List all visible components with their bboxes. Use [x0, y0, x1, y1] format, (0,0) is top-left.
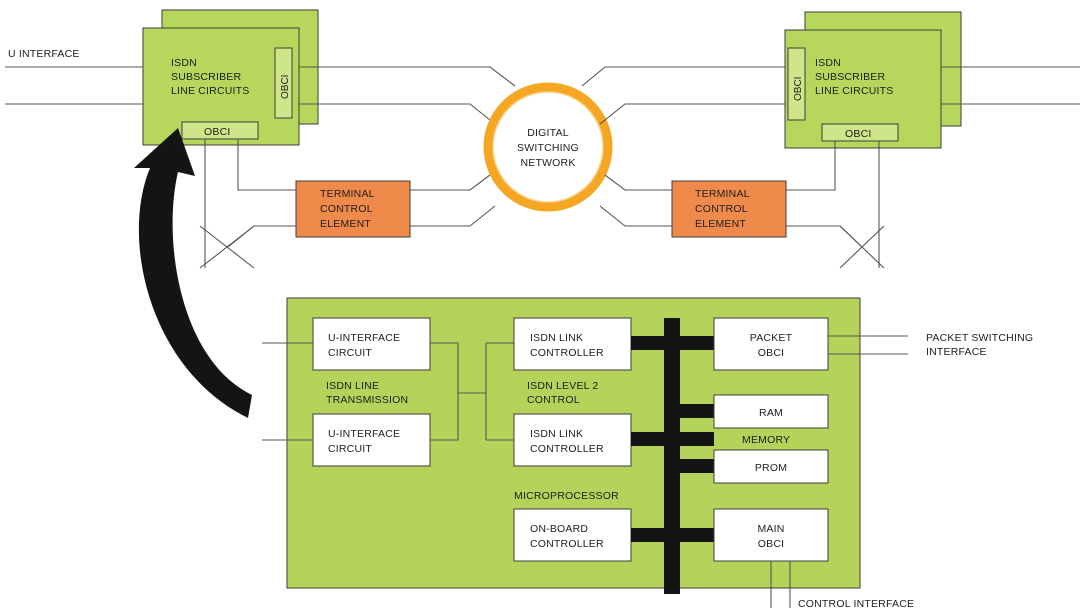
switching-network-line-2: SWITCHING [517, 142, 579, 154]
main-obci-line-2: OBCI [758, 538, 784, 550]
u-interface-circuit-2: U-INTERFACE CIRCUIT [312, 413, 431, 467]
packet-obci-line-1: PACKET [750, 332, 793, 344]
switching-network-line-3: NETWORK [520, 157, 575, 169]
link-controller-1-line-1: ISDN LINK [530, 332, 583, 344]
left-tce-line-2: CONTROL [320, 203, 373, 215]
isdn-link-controller-1: ISDN LINK CONTROLLER [513, 317, 632, 371]
line-transmission-label-2: TRANSMISSION [326, 394, 408, 406]
right-tce-line-2: CONTROL [695, 203, 748, 215]
packet-obci: PACKET OBCI [713, 317, 829, 371]
left-card-title-2: SUBSCRIBER [171, 71, 241, 83]
level2-label-2: CONTROL [527, 394, 580, 406]
bus-branch-prom [680, 459, 714, 473]
right-card-title-2: SUBSCRIBER [815, 71, 885, 83]
switching-network-line-1: DIGITAL [527, 127, 568, 139]
on-board-controller-line-2: CONTROLLER [530, 538, 604, 550]
prom: PROM [713, 449, 829, 484]
right-terminal-control-element: TERMINAL CONTROL ELEMENT [671, 180, 787, 238]
left-card-title-3: LINE CIRCUITS [171, 85, 249, 97]
link-controller-2-line-2: CONTROLLER [530, 443, 604, 455]
main-obci-box [713, 508, 829, 562]
right-line-card-stack: OBCI ISDN SUBSCRIBER LINE CIRCUITS OBCI [784, 11, 962, 149]
switching-network-ring [483, 82, 613, 212]
packet-obci-line-2: OBCI [758, 347, 784, 359]
zoom-arrow-shape [134, 128, 252, 418]
u-circuit-1-line-2: CIRCUIT [328, 347, 372, 359]
on-board-controller-box [513, 508, 632, 562]
right-card-title-1: ISDN [815, 57, 841, 69]
system-bus [631, 318, 714, 594]
left-line-card-stack: ISDN SUBSCRIBER LINE CIRCUITS OBCI OBCI [142, 9, 319, 146]
right-tce-box [671, 180, 787, 238]
ram-box [713, 394, 829, 429]
right-card-tce-wire [786, 141, 836, 191]
on-board-controller: ON-BOARD CONTROLLER [513, 508, 632, 562]
u2-to-bus-wire [430, 393, 459, 441]
prom-box [713, 449, 829, 484]
packet-obci-box [713, 317, 829, 371]
left-card-tce-wire [237, 139, 296, 191]
u-circuit-2-line-2: CIRCUIT [328, 443, 372, 455]
left-tce-line-1: TERMINAL [320, 188, 375, 200]
link-controller-1-line-2: CONTROLLER [530, 347, 604, 359]
right-card-bottom-obci-label: OBCI [845, 128, 871, 140]
bus-branch-ram [680, 404, 714, 418]
left-card-network-wire-1 [299, 66, 516, 87]
bus-branch-link-1 [631, 336, 714, 350]
right-tce-line-1: TERMINAL [695, 188, 750, 200]
left-tce-box [295, 180, 411, 238]
digital-switching-network: DIGITAL SWITCHING NETWORK [483, 82, 613, 212]
left-card-side-obci [274, 47, 293, 119]
left-cross-2 [199, 225, 255, 269]
main-obci-line-1: MAIN [757, 523, 784, 535]
control-interface-label: CONTROL INTERFACE [798, 598, 914, 610]
u-circuit-2-line-1: U-INTERFACE [328, 428, 400, 440]
right-card-title-3: LINE CIRCUITS [815, 85, 893, 97]
right-card-bottom-obci [821, 123, 899, 142]
right-card-network-wire-1 [581, 66, 805, 87]
bus-branch-onboard [631, 528, 714, 542]
left-card-side-obci-label: OBCI [280, 75, 291, 99]
link-controller-2-line-1: ISDN LINK [530, 428, 583, 440]
microprocessor-label: MICROPROCESSOR [514, 490, 619, 502]
left-terminal-control-element: TERMINAL CONTROL ELEMENT [295, 180, 411, 238]
main-obci: MAIN OBCI [713, 508, 829, 562]
left-card-bottom-obci [181, 121, 259, 140]
packet-switching-interface-label-2: INTERFACE [926, 346, 987, 358]
right-cross-2 [839, 225, 885, 269]
bus-branch-link-2 [631, 432, 714, 446]
left-card-title-1: ISDN [171, 57, 197, 69]
left-card-bottom-obci-label: OBCI [204, 126, 230, 138]
left-card-network-wire-2 [299, 103, 496, 125]
memory-label: MEMORY [742, 434, 790, 446]
right-tce-line-3: ELEMENT [695, 218, 746, 230]
left-tce-network-wire [410, 174, 491, 191]
right-card-network-wire-2 [599, 103, 785, 125]
u-circuit-2-box [312, 413, 431, 467]
packet-switching-interface-label-1: PACKET SWITCHING [926, 332, 1033, 344]
u1-to-bus-wire [430, 342, 486, 394]
line-transmission-label-1: ISDN LINE [326, 380, 379, 392]
right-card-side-obci [787, 47, 806, 121]
right-card-side-obci-label: OBCI [793, 77, 804, 101]
u-circuit-1-line-1: U-INTERFACE [328, 332, 400, 344]
prom-label: PROM [755, 462, 787, 474]
isdn-link-controller-2: ISDN LINK CONTROLLER [513, 413, 632, 467]
level2-label-1: ISDN LEVEL 2 [527, 380, 598, 392]
ram: RAM [713, 394, 829, 429]
bus-vertical [664, 318, 680, 594]
link-controller-2-box [513, 413, 632, 467]
u-circuit-1-box [312, 317, 431, 371]
switching-network-ring-highlight [492, 91, 604, 203]
u-interface-circuit-1: U-INTERFACE CIRCUIT [312, 317, 431, 371]
ram-label: RAM [759, 407, 783, 419]
right-tce-network-wire [604, 174, 672, 191]
on-board-controller-line-1: ON-BOARD [530, 523, 588, 535]
link-controller-1-box [513, 317, 632, 371]
u-interface-label: U INTERFACE [8, 48, 80, 60]
zoom-arrow [134, 128, 252, 418]
left-tce-line-3: ELEMENT [320, 218, 371, 230]
